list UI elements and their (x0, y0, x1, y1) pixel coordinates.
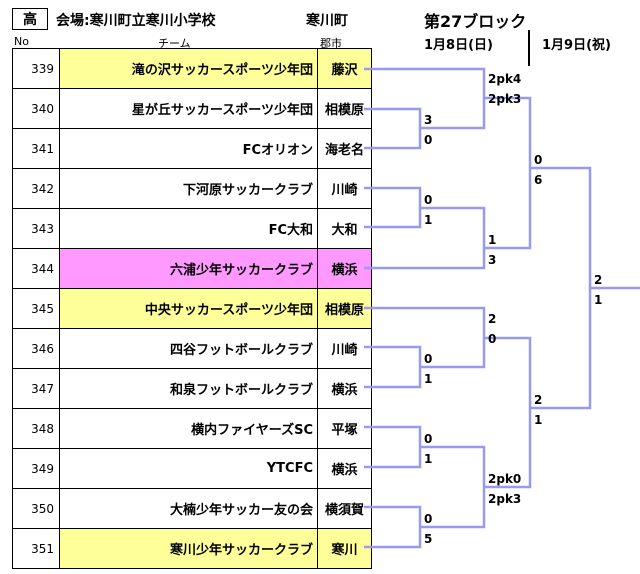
block-title: 第27ブロック (424, 12, 527, 31)
team-name: FC大和 (59, 208, 318, 249)
bracket-line-semi2 (484, 336, 532, 489)
bracket-line-346-347 (364, 345, 422, 389)
team-name: 大楠少年サッカー友の会 (59, 488, 318, 529)
team-city: 川崎 (317, 168, 372, 209)
score-label: 1 (534, 413, 543, 427)
score-label: 3 (424, 113, 433, 127)
bracket-line-342-343 (364, 186, 422, 229)
score-label: 2pk3 (488, 92, 522, 106)
team-name: 横内ファイヤーズSC (59, 408, 318, 449)
day2-label: 1月9日(祝) (542, 38, 611, 53)
bracket-line-semi1 (484, 96, 532, 250)
team-row: 350 大楠少年サッカー友の会 横須賀 (12, 488, 372, 529)
team-row: 341 FCオリオン 海老名 (12, 128, 372, 169)
score-label: 0 (424, 432, 433, 446)
team-table: 339 滝の沢サッカースポーツ少年団 藤沢 340 星が丘サッカースポーツ少年団… (12, 48, 372, 569)
bracket-line-348-349 (364, 425, 422, 469)
score-label: 3 (488, 253, 497, 267)
score-label: 0 (424, 352, 433, 366)
team-row: 345 中央サッカースポーツ少年団 相模原 (12, 288, 372, 329)
team-city: 川崎 (317, 328, 372, 369)
score-label: 0 (534, 153, 543, 167)
team-row: 346 四谷フットボールクラブ 川崎 (12, 328, 372, 369)
team-number: 343 (12, 208, 60, 249)
bracket-line-350-351 (364, 505, 422, 549)
team-row: 343 FC大和 大和 (12, 208, 372, 249)
team-city: 寒川 (317, 528, 372, 569)
score-label: 0 (488, 332, 497, 346)
team-row: 349 YTCFC 横浜 (12, 448, 372, 489)
score-label: 2 (534, 393, 543, 407)
score-label: 5 (424, 532, 433, 546)
team-name: 中央サッカースポーツ少年団 (59, 288, 318, 329)
team-name: 四谷フットボールクラブ (59, 328, 318, 369)
team-city: 横須賀 (317, 488, 372, 529)
bracket-line-340-341 (364, 107, 422, 150)
team-city: 大和 (317, 208, 372, 249)
team-number: 342 (12, 168, 60, 209)
score-label: 2pk0 (488, 472, 522, 486)
venue-label: 会場:寒川町立寒川小学校 (56, 13, 216, 29)
team-name: 滝の沢サッカースポーツ少年団 (59, 48, 318, 89)
team-number: 347 (12, 368, 60, 409)
score-label: 0 (424, 193, 433, 207)
bracket-line-final (530, 166, 592, 410)
score-label: 2pk4 (488, 72, 522, 86)
team-city: 平塚 (317, 408, 372, 449)
score-label: 6 (534, 173, 543, 187)
team-row: 339 滝の沢サッカースポーツ少年団 藤沢 (12, 48, 372, 89)
score-label: 2pk3 (488, 492, 522, 506)
column-header-team: チーム (158, 37, 191, 50)
score-label: 1 (488, 233, 497, 247)
day-divider (528, 30, 530, 66)
team-city: 相模原 (317, 288, 372, 329)
score-label: 1 (424, 213, 433, 227)
day1-label: 1月8日(日) (424, 38, 493, 53)
score-label: 0 (424, 133, 433, 147)
bracket-line-343-344 (364, 206, 486, 270)
column-header-no: No (14, 35, 29, 48)
team-city: 相模原 (317, 88, 372, 129)
team-number: 350 (12, 488, 60, 529)
host-city-label: 寒川町 (306, 13, 348, 29)
team-city: 横浜 (317, 448, 372, 489)
team-row: 351 寒川少年サッカークラブ 寒川 (12, 528, 372, 569)
team-number: 340 (12, 88, 60, 129)
team-number: 345 (12, 288, 60, 329)
team-city: 藤沢 (317, 48, 372, 89)
score-label: 0 (424, 512, 433, 526)
score-label: 1 (594, 293, 603, 307)
team-name: FCオリオン (59, 128, 318, 169)
column-header-city: 郡市 (320, 37, 342, 50)
level-badge: 高 (12, 8, 48, 30)
team-name: YTCFC (59, 448, 318, 489)
score-label: 2 (594, 273, 603, 287)
score-label: 1 (424, 452, 433, 466)
team-name: 寒川少年サッカークラブ (59, 528, 318, 569)
score-label: 1 (424, 372, 433, 386)
score-label: 2 (488, 312, 497, 326)
